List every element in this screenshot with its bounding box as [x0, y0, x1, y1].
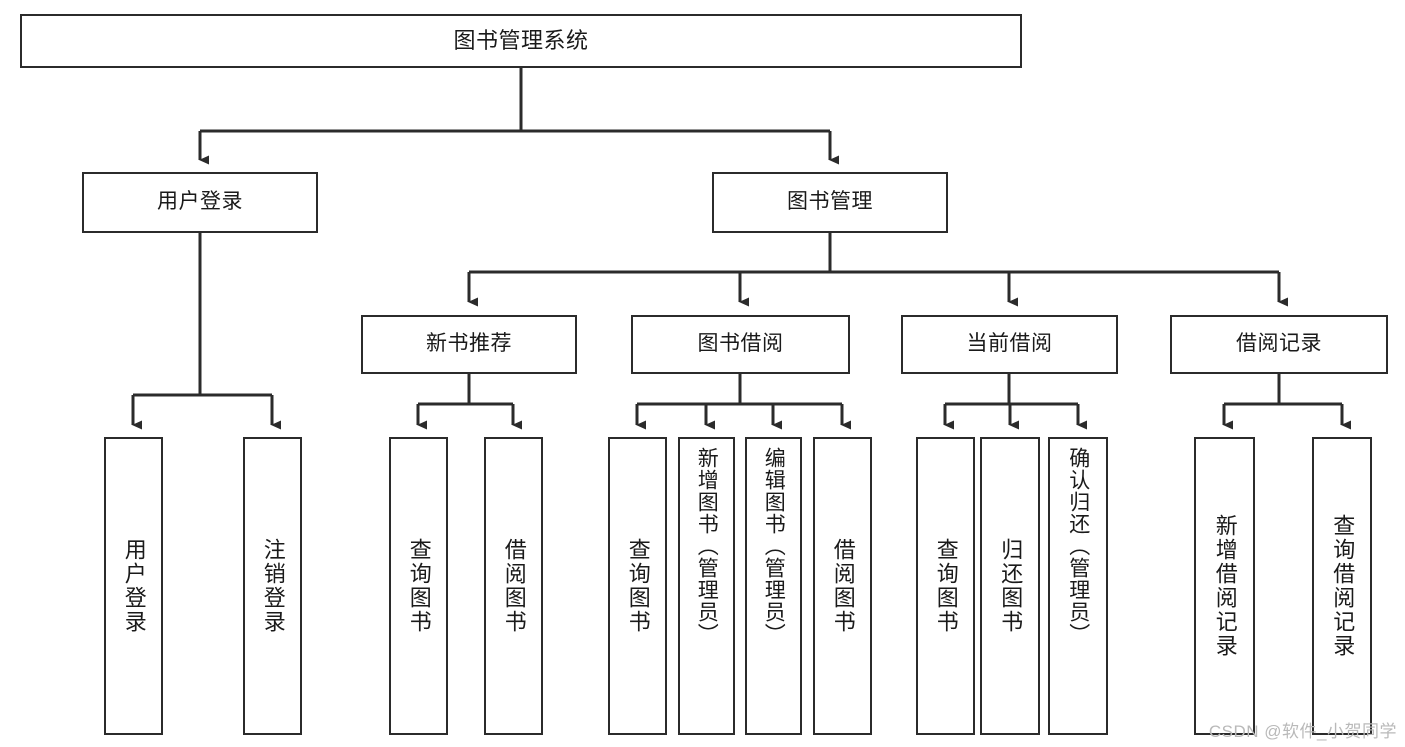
leaf-borrow-book-borrow[interactable]: 借阅图书	[813, 437, 872, 735]
leaf-query-borrow-record[interactable]: 查询借阅记录	[1312, 437, 1372, 735]
node-label: 借阅图书	[501, 538, 527, 634]
node-label: 查询图书	[406, 538, 432, 634]
node-label: 新增图书（管理员）	[695, 447, 719, 645]
leaf-edit-book-admin[interactable]: 编辑图书（管理员）	[745, 437, 802, 735]
leaf-confirm-return-admin[interactable]: 确认归还（管理员）	[1048, 437, 1108, 735]
node-label: 图书管理系统	[453, 28, 589, 54]
leaf-query-book-borrow[interactable]: 查询图书	[608, 437, 667, 735]
node-root-system[interactable]: 图书管理系统	[20, 14, 1022, 68]
leaf-add-book-admin[interactable]: 新增图书（管理员）	[678, 437, 735, 735]
node-label: 查询图书	[625, 538, 651, 634]
node-label: 当前借阅	[966, 332, 1053, 356]
leaf-query-book-recommend[interactable]: 查询图书	[389, 437, 448, 735]
leaf-add-borrow-record[interactable]: 新增借阅记录	[1194, 437, 1255, 735]
node-label: 新增借阅记录	[1212, 514, 1238, 658]
node-user-login[interactable]: 用户登录	[82, 172, 318, 233]
node-label: 确认归还（管理员）	[1066, 447, 1090, 645]
leaf-query-book-current[interactable]: 查询图书	[916, 437, 975, 735]
node-borrow-record[interactable]: 借阅记录	[1170, 315, 1388, 374]
node-label: 图书管理	[787, 190, 873, 214]
node-label: 注销登录	[260, 538, 286, 634]
node-label: 借阅记录	[1236, 332, 1322, 356]
node-label: 借阅图书	[830, 538, 856, 634]
leaf-user-login[interactable]: 用户登录	[104, 437, 163, 735]
leaf-logout[interactable]: 注销登录	[243, 437, 302, 735]
node-book-manage[interactable]: 图书管理	[712, 172, 948, 233]
node-book-borrow[interactable]: 图书借阅	[631, 315, 850, 374]
leaf-borrow-book-recommend[interactable]: 借阅图书	[484, 437, 543, 735]
node-new-book-recommend[interactable]: 新书推荐	[361, 315, 577, 374]
node-label: 用户登录	[121, 538, 147, 634]
leaf-return-book[interactable]: 归还图书	[980, 437, 1040, 735]
node-label: 归还图书	[998, 538, 1024, 634]
node-label: 查询图书	[933, 538, 959, 634]
node-current-borrow[interactable]: 当前借阅	[901, 315, 1118, 374]
node-label: 新书推荐	[426, 332, 512, 356]
node-label: 编辑图书（管理员）	[762, 447, 786, 645]
node-label: 图书借阅	[697, 332, 784, 356]
node-label: 用户登录	[157, 190, 243, 214]
csdn-watermark: CSDN @软件_小贺同学	[1208, 722, 1397, 741]
node-label: 查询借阅记录	[1330, 514, 1356, 658]
